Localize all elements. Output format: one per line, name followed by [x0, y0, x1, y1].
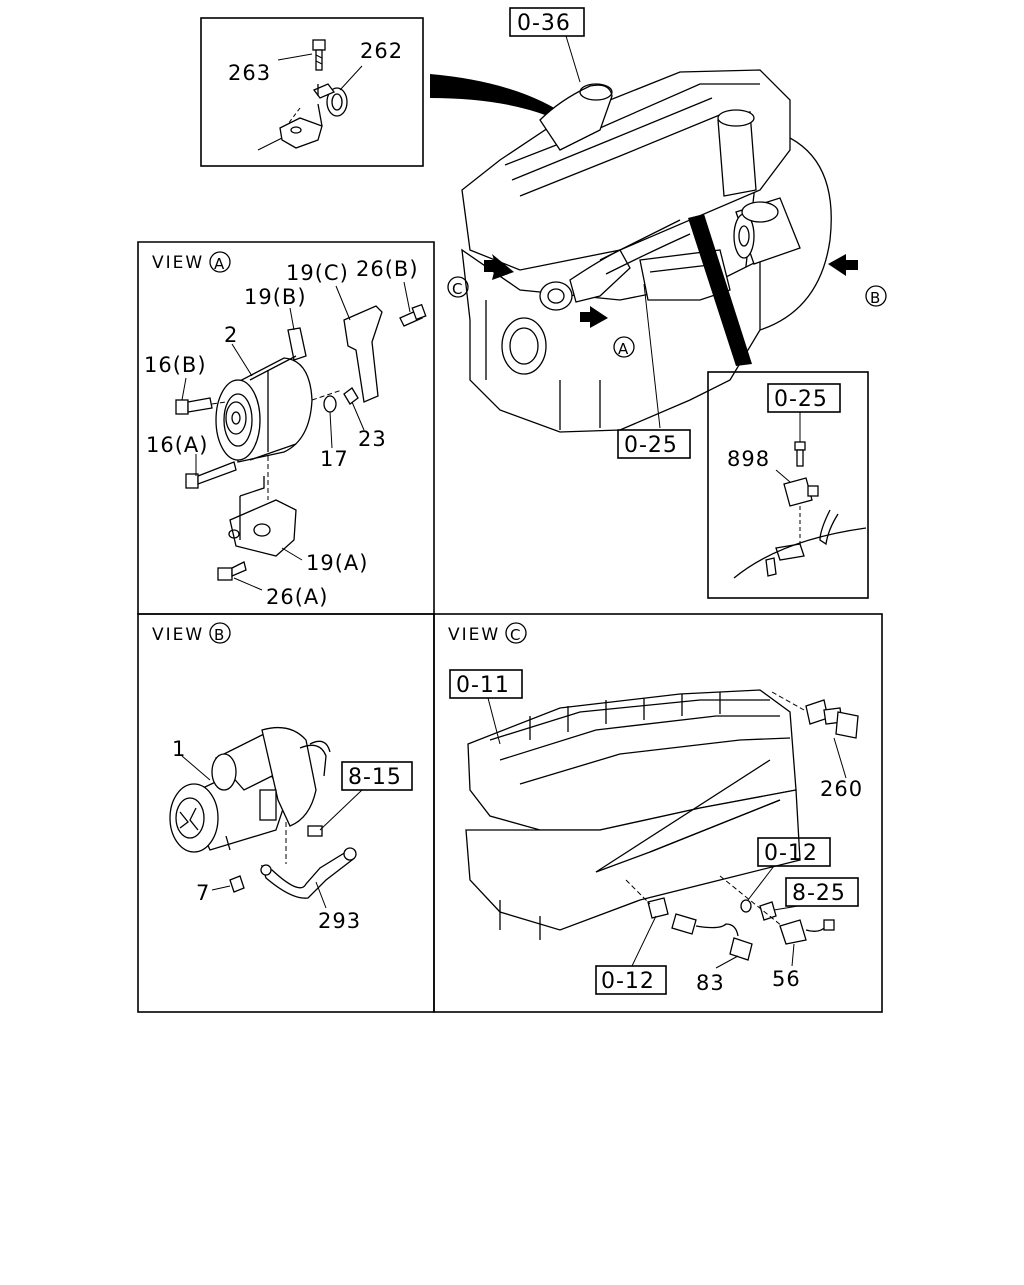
view-c-marker: C — [510, 626, 520, 644]
nut-23-drawing — [343, 387, 359, 405]
ref-box-8-25 — [785, 877, 859, 907]
callout-wedge-top — [430, 74, 570, 118]
inset-frame — [200, 17, 424, 167]
panel-view-b: VIEW B 8-15 — [137, 613, 435, 1013]
ref-box-0-12-bottom — [595, 965, 667, 995]
part-label-56: 56 — [772, 967, 801, 991]
bracket-base-drawing — [257, 103, 323, 151]
arrow-c — [484, 254, 514, 280]
part-label-19b: 19(B) — [244, 285, 307, 309]
part-label-26a: 26(A) — [266, 585, 328, 609]
bolt-263-drawing — [312, 39, 326, 71]
part-label-2: 2 — [224, 323, 238, 347]
ref-8-15-label: 8-15 — [348, 765, 402, 790]
ref-0-11-label: 0-11 — [456, 673, 510, 698]
panel-c-frame — [433, 613, 883, 1013]
part-label-260: 260 — [820, 777, 863, 801]
engine-main-drawing — [461, 69, 858, 433]
part-label-7: 7 — [196, 881, 210, 905]
part-label-83: 83 — [696, 971, 725, 995]
part-label-293: 293 — [318, 909, 361, 933]
nut-7-drawing — [229, 875, 245, 893]
part-label-16b: 16(B) — [144, 353, 207, 377]
panel-view-a: VIEW A — [137, 241, 435, 615]
inset-bracket-detail: 263 262 — [200, 17, 570, 167]
bolt-26b-drawing — [399, 303, 427, 327]
ref-0-25-inset-label: 0-25 — [774, 387, 828, 412]
sensor-56-drawing — [719, 875, 835, 967]
sensor-83-drawing — [625, 879, 753, 969]
ref-box-0-12-top — [757, 837, 831, 867]
bolt-26a-drawing — [217, 561, 247, 581]
ref-box-8-15 — [341, 761, 413, 791]
part-label-23: 23 — [358, 427, 387, 451]
ref-box-0-11 — [449, 669, 523, 699]
part-label-1: 1 — [172, 737, 186, 761]
part-label-16a: 16(A) — [146, 433, 208, 457]
part-label-262: 262 — [360, 39, 403, 63]
bolt-8-15-drawing — [307, 825, 323, 837]
inset-898-frame — [707, 371, 869, 599]
view-c-title: VIEW — [448, 625, 500, 645]
svg-text:B: B — [870, 289, 880, 307]
ref-0-36-label: 0-36 — [517, 11, 571, 36]
starter-motor-drawing — [169, 726, 331, 853]
bracket-19c-drawing — [343, 305, 383, 403]
bolt-16b-drawing — [175, 397, 213, 415]
ref-0-12-top-label: 0-12 — [764, 841, 818, 866]
part-label-26b: 26(B) — [356, 257, 419, 281]
view-a-title: VIEW — [152, 253, 204, 273]
view-a-marker: A — [214, 255, 225, 273]
engine-starter — [733, 197, 801, 265]
ref-box-0-36: 0-36 — [509, 7, 585, 83]
callout-wedge-sensor — [688, 214, 752, 366]
ref-8-25-label: 8-25 — [792, 881, 846, 906]
washer-17-drawing — [323, 395, 337, 413]
part-label-19c: 19(C) — [286, 261, 349, 285]
view-b-title: VIEW — [152, 625, 204, 645]
circle-marker-a: A — [613, 336, 635, 358]
panel-view-c: VIEW C 0-11 260 0-12 — [433, 613, 883, 1013]
part-label-263: 263 — [228, 61, 271, 85]
arrow-b — [828, 254, 858, 276]
view-b-marker: B — [214, 626, 224, 644]
circle-marker-c: C — [447, 276, 469, 298]
ref-0-12-bottom-label: 0-12 — [601, 969, 655, 994]
intake-horn — [539, 84, 613, 151]
ref-box-0-25-main: 0-25 — [617, 429, 691, 459]
arrow-a — [580, 306, 608, 328]
svg-text:A: A — [618, 340, 629, 358]
bracket-19a-drawing — [228, 476, 297, 557]
part-label-898: 898 — [727, 447, 770, 471]
bolt-16a-drawing — [185, 461, 237, 489]
cable-293-drawing — [260, 847, 357, 899]
cylinder-block-c-drawing — [465, 689, 801, 940]
svg-text:C: C — [452, 280, 462, 298]
inset-sensor-898: 0-25 898 — [707, 371, 869, 599]
sensor-260-drawing — [771, 691, 859, 779]
part-label-17: 17 — [320, 447, 349, 471]
clip-262-drawing — [312, 83, 348, 117]
circle-marker-b: B — [865, 285, 887, 307]
ref-0-25-main-label: 0-25 — [624, 433, 678, 458]
part-label-19a: 19(A) — [306, 551, 368, 575]
alternator-drawing — [215, 327, 313, 463]
